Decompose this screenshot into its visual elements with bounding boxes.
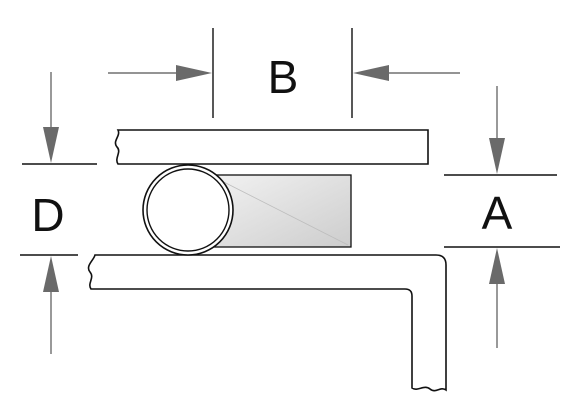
upper-plate bbox=[114, 129, 429, 165]
dimension-label-d: D bbox=[31, 189, 64, 241]
a-arrow-bottom-head bbox=[489, 248, 505, 284]
o-ring-inner bbox=[146, 168, 230, 252]
lower-housing bbox=[87, 254, 447, 392]
d-arrow-bottom-head bbox=[43, 256, 59, 292]
dimension-label-b: B bbox=[268, 51, 299, 103]
b-arrow-left-head bbox=[176, 65, 212, 81]
b-arrow-right-head bbox=[353, 65, 389, 81]
a-arrow-top-head bbox=[489, 138, 505, 174]
dimension-label-a: A bbox=[482, 187, 513, 239]
d-arrow-top-head bbox=[43, 127, 59, 163]
backup-ring-shade-line bbox=[211, 175, 349, 246]
